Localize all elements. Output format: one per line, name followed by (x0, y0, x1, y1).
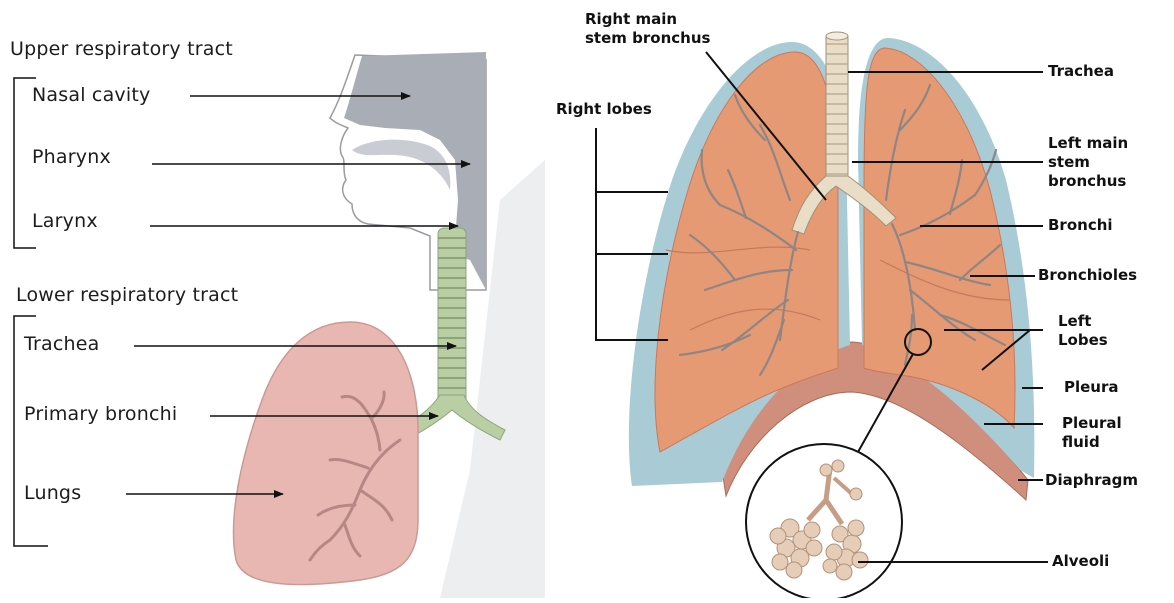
alveoli-label: Alveoli (1052, 552, 1109, 571)
bronchi-label: Bronchi (1048, 216, 1113, 235)
pleural-fluid-line1: Pleural (1062, 414, 1122, 433)
left-panel (14, 52, 545, 598)
right-main-stem-bronchus-label: Right main stem bronchus (585, 10, 710, 48)
left-lobes-line1: Left (1058, 312, 1108, 331)
right-main-stem-line1: Right main (585, 10, 710, 29)
left-main-stem-line2: stem (1048, 153, 1128, 172)
bronchioles-label: Bronchioles (1038, 266, 1137, 285)
right-panel (596, 32, 1048, 598)
trachea-tube (826, 34, 848, 184)
pleura-label: Pleura (1064, 378, 1119, 397)
lungs-label: Lungs (24, 482, 81, 504)
right-main-stem-line2: stem bronchus (585, 29, 710, 48)
left-lobes-label: Left Lobes (1058, 312, 1108, 350)
pharynx-label: Pharynx (32, 146, 111, 168)
right-lobes-label: Right lobes (556, 100, 652, 119)
diaphragm-label: Diaphragm (1045, 471, 1138, 490)
trachea-top (826, 32, 848, 40)
lung-shape (234, 322, 418, 585)
left-main-stem-bronchus-label: Left main stem bronchus (1048, 134, 1128, 191)
trachea-label-right: Trachea (1048, 62, 1114, 81)
left-main-stem-line1: Left main (1048, 134, 1128, 153)
pleural-fluid-label: Pleural fluid (1062, 414, 1122, 452)
nasal-cavity-label: Nasal cavity (32, 84, 150, 106)
lower-respiratory-heading: Lower respiratory tract (16, 284, 238, 306)
left-lobes-line2: Lobes (1058, 331, 1108, 350)
pleural-fluid-line2: fluid (1062, 433, 1122, 452)
left-main-stem-line3: bronchus (1048, 172, 1128, 191)
left-lung-shape (864, 48, 1015, 428)
trachea-label-left: Trachea (24, 333, 100, 355)
primary-bronchi-label: Primary bronchi (24, 403, 177, 425)
larynx-label: Larynx (32, 210, 98, 232)
upper-respiratory-heading: Upper respiratory tract (10, 38, 233, 60)
